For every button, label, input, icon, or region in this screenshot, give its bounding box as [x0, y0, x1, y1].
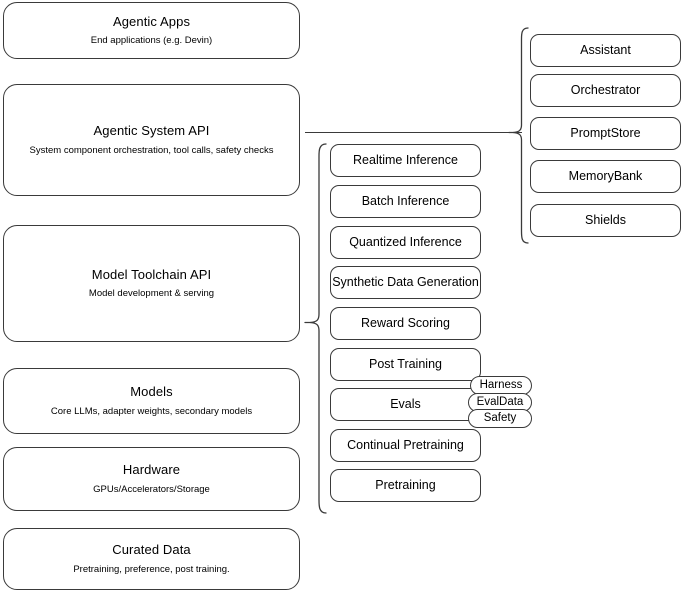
capability-label: Realtime Inference	[353, 152, 458, 167]
component-promptstore[interactable]: PromptStore	[530, 117, 681, 150]
capability-evals[interactable]: Evals	[330, 388, 481, 421]
capability-reward-scoring[interactable]: Reward Scoring	[330, 307, 481, 340]
layer-subtitle: System component orchestration, tool cal…	[29, 144, 274, 156]
badge-label: Harness	[479, 378, 523, 391]
capability-label: Post Training	[369, 356, 442, 371]
layer-title: Hardware	[122, 462, 181, 478]
capability-post-training[interactable]: Post Training	[330, 348, 481, 381]
component-shields[interactable]: Shields	[530, 204, 681, 237]
component-label: Orchestrator	[570, 82, 641, 97]
layer-title: Curated Data	[112, 542, 191, 558]
layer-subtitle: Core LLMs, adapter weights, secondary mo…	[50, 405, 253, 417]
layer-curated-data[interactable]: Curated Data Pretraining, preference, po…	[3, 528, 300, 590]
component-label: Shields	[585, 212, 626, 227]
system-components-brace	[508, 26, 529, 246]
component-memorybank[interactable]: MemoryBank	[530, 160, 681, 193]
evals-badge-safety[interactable]: Safety	[468, 409, 532, 428]
component-orchestrator[interactable]: Orchestrator	[530, 74, 681, 107]
capability-realtime-inference[interactable]: Realtime Inference	[330, 144, 481, 177]
component-label: Assistant	[580, 42, 631, 57]
layer-subtitle: Model development & serving	[88, 288, 215, 300]
capability-quantized-inference[interactable]: Quantized Inference	[330, 226, 481, 259]
capability-label: Evals	[390, 396, 421, 411]
layer-subtitle: End applications (e.g. Devin)	[90, 35, 213, 47]
badge-label: Safety	[483, 411, 517, 424]
connector-system-api-to-components	[305, 132, 522, 133]
capability-label: Synthetic Data Generation	[332, 274, 479, 289]
capability-pretraining[interactable]: Pretraining	[330, 469, 481, 502]
layer-hardware[interactable]: Hardware GPUs/Accelerators/Storage	[3, 447, 300, 511]
capability-label: Quantized Inference	[349, 234, 462, 249]
capability-label: Continual Pretraining	[347, 437, 464, 452]
layer-model-toolchain-api[interactable]: Model Toolchain API Model development & …	[3, 225, 300, 342]
component-label: PromptStore	[570, 125, 641, 140]
capability-label: Pretraining	[375, 477, 436, 492]
layer-agentic-apps[interactable]: Agentic Apps End applications (e.g. Devi…	[3, 2, 300, 59]
capability-batch-inference[interactable]: Batch Inference	[330, 185, 481, 218]
layer-title: Model Toolchain API	[91, 266, 212, 282]
layer-subtitle: GPUs/Accelerators/Storage	[93, 483, 210, 495]
badge-label: EvalData	[476, 395, 524, 408]
layer-agentic-system-api[interactable]: Agentic System API System component orch…	[3, 84, 300, 196]
capability-continual-pretraining[interactable]: Continual Pretraining	[330, 429, 481, 462]
layer-title: Agentic System API	[93, 123, 210, 139]
component-label: MemoryBank	[568, 168, 643, 183]
component-assistant[interactable]: Assistant	[530, 34, 681, 67]
toolchain-brace	[304, 142, 327, 517]
layer-subtitle: Pretraining, preference, post training.	[73, 563, 230, 575]
capability-synthetic-data-generation[interactable]: Synthetic Data Generation	[330, 266, 481, 299]
layer-title: Models	[130, 384, 173, 400]
layer-models[interactable]: Models Core LLMs, adapter weights, secon…	[3, 368, 300, 434]
capability-label: Reward Scoring	[361, 315, 450, 330]
capability-label: Batch Inference	[361, 193, 450, 208]
layer-title: Agentic Apps	[112, 13, 191, 29]
